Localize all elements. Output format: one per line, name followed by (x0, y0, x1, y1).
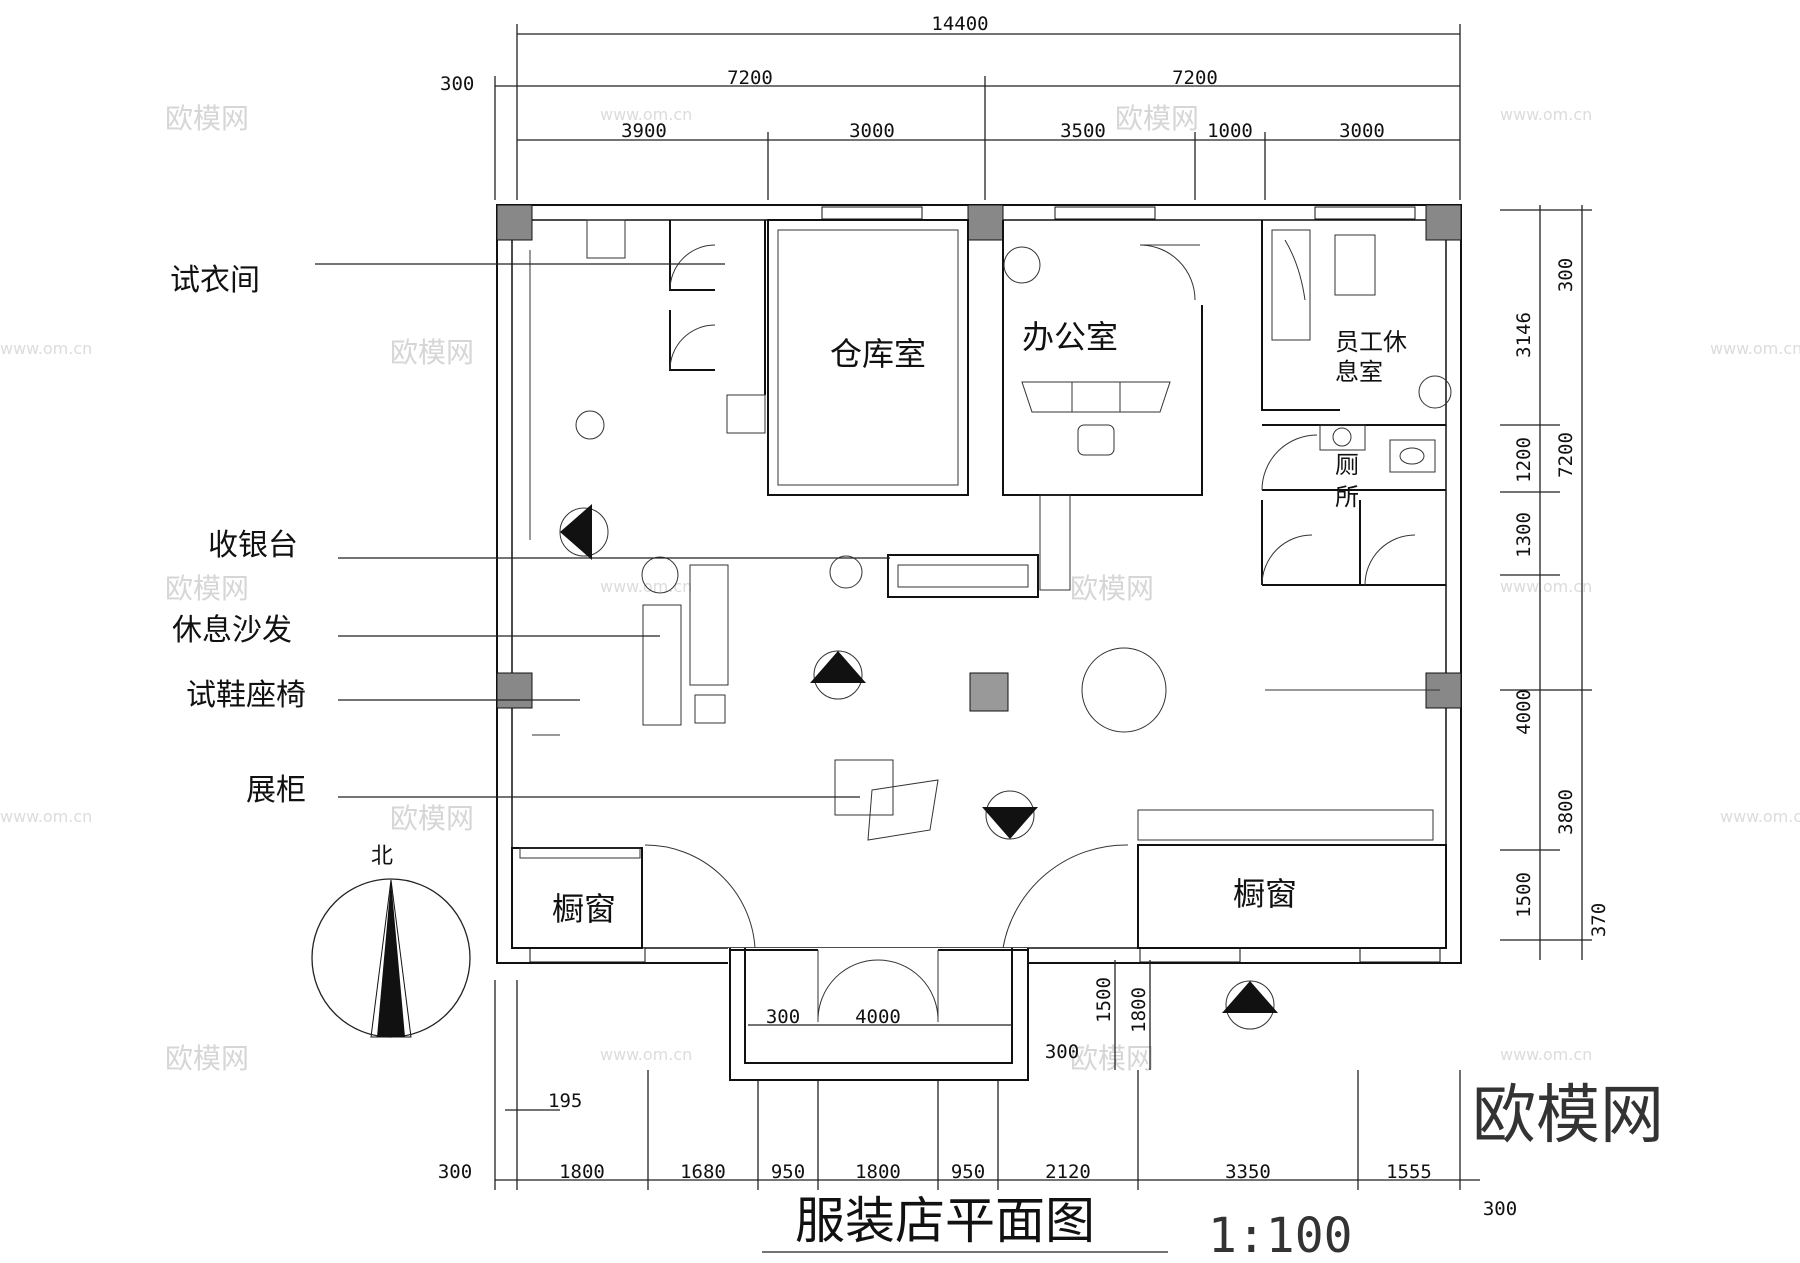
section-marker-b: B (810, 650, 866, 700)
room-label-toilet-1: 厕 (1335, 451, 1359, 479)
dim-entrance-2: 4000 (855, 1006, 901, 1028)
callout-display-cabinet: 展柜 (246, 773, 306, 808)
callout-cashier: 收银台 (208, 528, 298, 563)
watermark-url: www.om.cn (600, 1045, 692, 1064)
top-dimensions: 14400 300 7200 7200 3900 3000 3500 1000 … (440, 13, 1461, 200)
dim-entrance-3: 300 (1045, 1041, 1079, 1063)
svg-text:C: C (579, 523, 590, 542)
callouts: 试衣间 收银台 休息沙发 试鞋座椅 展柜 (170, 263, 890, 808)
room-label-display-window-right: 橱窗 (1233, 875, 1297, 913)
watermark-url: www.om.cn (1720, 807, 1800, 826)
north-arrow-icon (377, 880, 405, 1037)
dim-bottom-9: 1555 (1386, 1161, 1432, 1183)
watermark-url: www.om.cn (1500, 105, 1592, 124)
north-arrow: 北 (311, 844, 471, 1038)
watermark-url: www.om.cn (1500, 577, 1592, 596)
watermark-layer: 欧模网 欧模网 欧模网 欧模网 欧模网 欧模网 欧模网 欧模网 www.om.c… (0, 102, 1800, 1075)
bottom-dimensions: 300 1800 1680 950 1800 950 2120 3350 155… (438, 980, 1517, 1220)
watermark-text: 欧模网 (1115, 102, 1199, 135)
column (1425, 204, 1462, 241)
room-label-display-window-left: 橱窗 (552, 890, 616, 928)
section-marker-a: A (1222, 980, 1278, 1030)
watermark-url: www.om.cn (0, 339, 92, 358)
dim-bottom-6: 950 (951, 1161, 985, 1183)
room-label-storage: 仓库室 (830, 335, 926, 373)
dim-top-half-right: 7200 (1172, 67, 1218, 89)
dim-top-half-left: 7200 (727, 67, 773, 89)
dim-right-6: 3800 (1555, 789, 1577, 835)
room-label-toilet-2: 所 (1335, 483, 1359, 511)
svg-text:D: D (1004, 807, 1016, 826)
north-label: 北 (371, 844, 393, 869)
room-label-staff-rest-2: 息室 (1335, 358, 1383, 386)
room-label-office: 办公室 (1022, 318, 1118, 356)
dim-bottom-5: 1800 (855, 1161, 901, 1183)
brand-logo: 欧模网 (1472, 1079, 1664, 1153)
dim-top-seg-2: 3000 (849, 120, 895, 142)
dim-bottom-1: 300 (438, 1161, 472, 1183)
watermark-url: www.om.cn (600, 105, 692, 124)
dim-bottom-2: 1800 (559, 1161, 605, 1183)
watermark-text: 欧模网 (390, 802, 474, 835)
dim-entrance-depth-2: 1800 (1128, 987, 1150, 1033)
dim-top-seg-4: 1000 (1207, 120, 1253, 142)
dim-right-2: 3146 (1513, 312, 1535, 358)
column (967, 204, 1004, 241)
section-marker-d: D (982, 790, 1038, 840)
dim-bottom-right-offset: 300 (1483, 1198, 1517, 1220)
interior-partitions (511, 219, 1452, 949)
watermark-text: 欧模网 (165, 1042, 249, 1075)
dim-top-seg-5: 3000 (1339, 120, 1385, 142)
room-label-staff-rest-1: 员工休 (1335, 328, 1407, 356)
watermark-text: 欧模网 (390, 336, 474, 369)
watermark-text: 欧模网 (165, 102, 249, 135)
watermark-text: 欧模网 (1070, 1042, 1154, 1075)
svg-text:B: B (833, 667, 844, 686)
building-walls: 300 4000 300 1500 1800 (496, 204, 1462, 1081)
watermark-url: www.om.cn (1500, 1045, 1592, 1064)
right-dimensions: 300 3146 1200 1300 4000 3800 1500 7200 3… (1500, 205, 1610, 960)
drawing-title: 服装店平面图 (795, 1192, 1095, 1250)
watermark-url: www.om.cn (1710, 339, 1800, 358)
dim-top-left-offset: 300 (440, 73, 474, 95)
dim-right-7: 1500 (1513, 872, 1535, 918)
dim-top-total: 14400 (931, 13, 988, 35)
dim-right-1: 300 (1555, 258, 1577, 292)
dim-entrance-depth-1: 1500 (1093, 977, 1115, 1023)
watermark-url: www.om.cn (0, 807, 92, 826)
dim-entrance-1: 300 (766, 1006, 800, 1028)
dim-top-seg-3: 3500 (1060, 120, 1106, 142)
column (496, 672, 533, 709)
dim-top-seg-1: 3900 (621, 120, 667, 142)
section-marker-c: C (559, 504, 609, 560)
column (496, 204, 533, 241)
drawing-scale: 1:100 (1208, 1208, 1353, 1263)
dim-bottom-small: 195 (548, 1090, 582, 1112)
callout-shoe-bench: 试鞋座椅 (186, 678, 306, 713)
room-labels: 仓库室 办公室 员工休 息室 厕 所 橱窗 橱窗 (552, 318, 1407, 928)
dim-right-3: 1200 (1513, 437, 1535, 483)
dim-right-bottom-offset: 370 (1588, 903, 1610, 937)
section-markers: A B C D (559, 504, 1278, 1030)
watermark-text: 欧模网 (165, 572, 249, 605)
dim-right-4: 1300 (1513, 512, 1535, 558)
watermark-text: 欧模网 (1070, 572, 1154, 605)
dim-right-5: 4000 (1513, 689, 1535, 735)
dim-bottom-4: 950 (771, 1161, 805, 1183)
callout-lounge-sofa: 休息沙发 (172, 613, 292, 648)
svg-text:A: A (1245, 995, 1256, 1014)
dim-bottom-3: 1680 (680, 1161, 726, 1183)
dim-bottom-7: 2120 (1045, 1161, 1091, 1183)
callout-fitting-room: 试衣间 (170, 263, 260, 298)
dim-bottom-8: 3350 (1225, 1161, 1271, 1183)
drawing-title-block: 服装店平面图 1:100 (762, 1192, 1353, 1263)
dim-right-total: 7200 (1555, 432, 1577, 478)
